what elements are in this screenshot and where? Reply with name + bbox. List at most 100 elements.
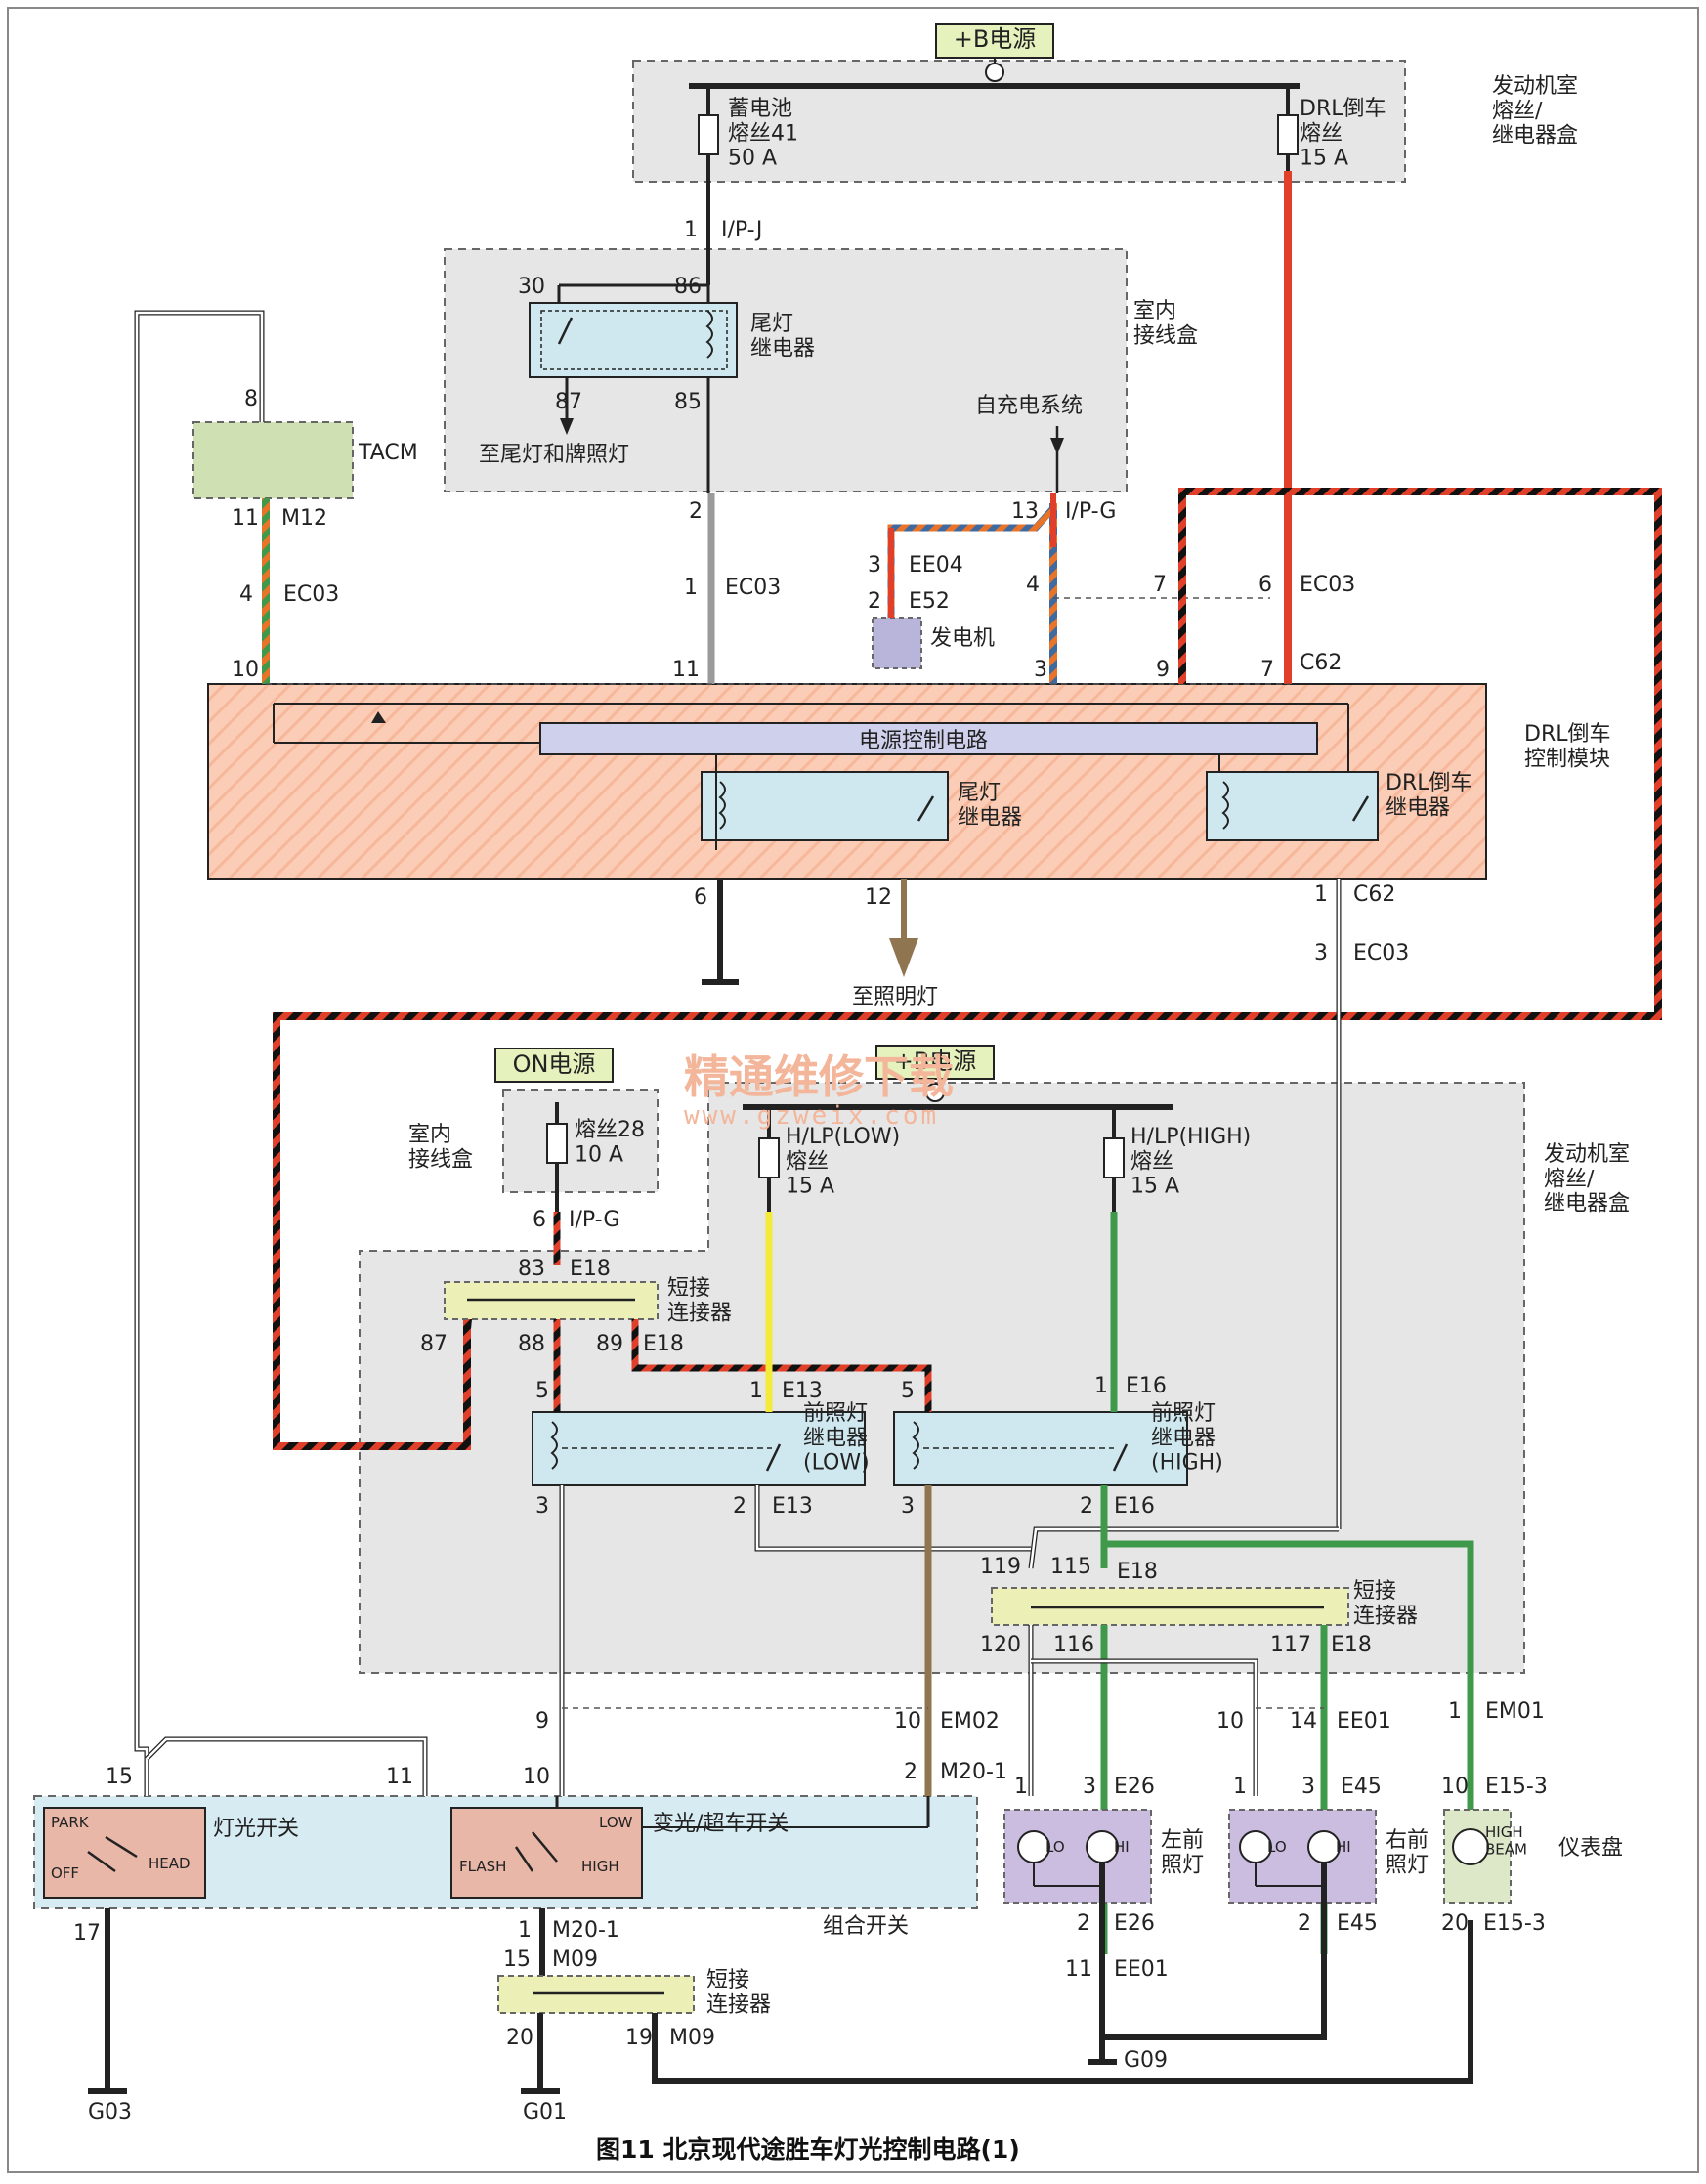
tacm-box — [192, 421, 354, 499]
pin-label: 5 — [535, 1379, 549, 1403]
pin-label: 1 — [1448, 1699, 1462, 1724]
pin-label: I/P-G — [1065, 499, 1116, 524]
pin-label: 3 — [1083, 1775, 1096, 1799]
pin-label: 7 — [1153, 573, 1167, 597]
wire-tacm-switch — [134, 310, 265, 1796]
pin-label: 119 — [980, 1555, 1021, 1579]
pin-label: 5 — [901, 1379, 915, 1403]
generator-box — [872, 617, 922, 669]
pin-label: M09 — [669, 2026, 715, 2050]
right-headlamp-text: 右前照灯 — [1386, 1828, 1429, 1877]
pin-label: 1 — [518, 1918, 532, 1943]
combo-switch-label: 组合开关 — [823, 1914, 909, 1939]
pin-label: 20 — [506, 2026, 533, 2050]
pin-label: EE04 — [909, 553, 963, 578]
power-on-label: ON电源 — [513, 1050, 596, 1078]
hl-relay-high-label: 前照灯继电器(HIGH) — [1151, 1401, 1223, 1476]
pin-label: 3 — [1034, 658, 1047, 682]
pin-label: E26 — [1114, 1911, 1155, 1936]
pin-label: 85 — [674, 390, 702, 414]
dimmer-switch[interactable] — [450, 1807, 643, 1899]
pin-label: M20-1 — [940, 1760, 1007, 1784]
watermark-line1: 精通维修下载 — [684, 1050, 954, 1103]
pin-label: 6 — [533, 1208, 546, 1232]
pin-label: 3 — [901, 1494, 915, 1519]
pin-label: EC03 — [1300, 573, 1355, 597]
power-control-label: 电源控制电路 — [859, 729, 988, 753]
park-text: PARK — [51, 1814, 90, 1831]
pin-label: 117 — [1270, 1633, 1311, 1657]
pin-label: EC03 — [283, 582, 339, 607]
pin-label: 2 — [1298, 1911, 1311, 1936]
tail-relay-module — [701, 771, 949, 841]
off-text: OFF — [51, 1864, 79, 1882]
pin-label: EM01 — [1485, 1699, 1545, 1724]
pin-label: 10 — [894, 1709, 921, 1734]
pin-label: 88 — [518, 1332, 545, 1356]
pin-label: 2 — [1080, 1494, 1093, 1519]
pin-label: 3 — [868, 553, 881, 578]
pin-label: 9 — [535, 1709, 549, 1734]
pin-label: 89 — [596, 1332, 623, 1356]
pin-label: 2 — [1077, 1911, 1090, 1936]
pin-label: 15 — [106, 1765, 133, 1789]
pin-label: E15-3 — [1485, 1775, 1548, 1799]
pin-label: 10 — [1216, 1709, 1244, 1734]
indoor-junction-mid-label: 室内接线盒 — [408, 1123, 473, 1172]
pin-label: E16 — [1126, 1374, 1167, 1398]
pin-label: EE01 — [1337, 1709, 1391, 1734]
pin-label: I/P-G — [569, 1208, 619, 1232]
engine-fuse-box-top-label: 发动机室熔丝/继电器盒 — [1492, 74, 1578, 149]
drl-module-label: DRL倒车控制模块 — [1524, 722, 1610, 771]
pin-label: 87 — [555, 390, 582, 414]
hi-left: HI — [1114, 1838, 1130, 1856]
short-conn-c-text: 短接连接器 — [706, 1968, 771, 2017]
watermark-line2: www.gzweix.com — [684, 1101, 939, 1131]
fuse-28 — [546, 1102, 568, 1212]
pin-label: 12 — [865, 885, 892, 910]
top-bus-node — [985, 63, 1004, 82]
power-on-box — [494, 1048, 614, 1083]
power-mid-box — [875, 1045, 995, 1080]
pin-label: 1 — [1014, 1775, 1028, 1799]
pin-label: 6 — [694, 885, 707, 910]
pin-label: 11 — [1065, 1957, 1092, 1982]
tacm-text: TACM — [358, 441, 418, 465]
pin-label: 10 — [1441, 1775, 1469, 1799]
pin-label: E13 — [772, 1494, 813, 1519]
pin-label: 115 — [1050, 1555, 1091, 1579]
indoor-junction-top-label: 室内接线盒 — [1133, 299, 1198, 348]
pin-label: 15 — [503, 1948, 531, 1972]
tail-relay-top — [529, 302, 738, 378]
pin-label: 9 — [1156, 658, 1170, 682]
engine-fuse-box-mid-label: 发动机室熔丝/继电器盒 — [1544, 1142, 1630, 1217]
pin-label: 20 — [1441, 1911, 1469, 1936]
pin-label: 8 — [244, 387, 258, 411]
generator-text: 发电机 — [930, 626, 995, 651]
pin-label: C62 — [1353, 882, 1395, 907]
pin-label: 1 — [1094, 1374, 1108, 1398]
pin-label: 10 — [523, 1765, 550, 1789]
pin-label: 14 — [1290, 1709, 1317, 1734]
pin-label: EE01 — [1114, 1957, 1169, 1982]
pin-label: 120 — [980, 1633, 1021, 1657]
pin-label: M20-1 — [552, 1918, 619, 1943]
pin-label: 87 — [420, 1332, 448, 1356]
light-switch[interactable] — [43, 1807, 206, 1899]
hi-right: HI — [1336, 1838, 1351, 1856]
pin-label: 11 — [386, 1765, 413, 1789]
to-tail-text: 至尾灯和牌照灯 — [479, 443, 629, 467]
pin-label: G01 — [523, 2100, 567, 2124]
pin-label: EC03 — [725, 576, 781, 600]
pin-label: 30 — [518, 275, 545, 299]
pin-label: 2 — [868, 589, 881, 614]
left-headlamp-text: 左前照灯 — [1161, 1828, 1204, 1877]
pin-label: 11 — [232, 506, 259, 531]
pin-label: 2 — [904, 1760, 917, 1784]
